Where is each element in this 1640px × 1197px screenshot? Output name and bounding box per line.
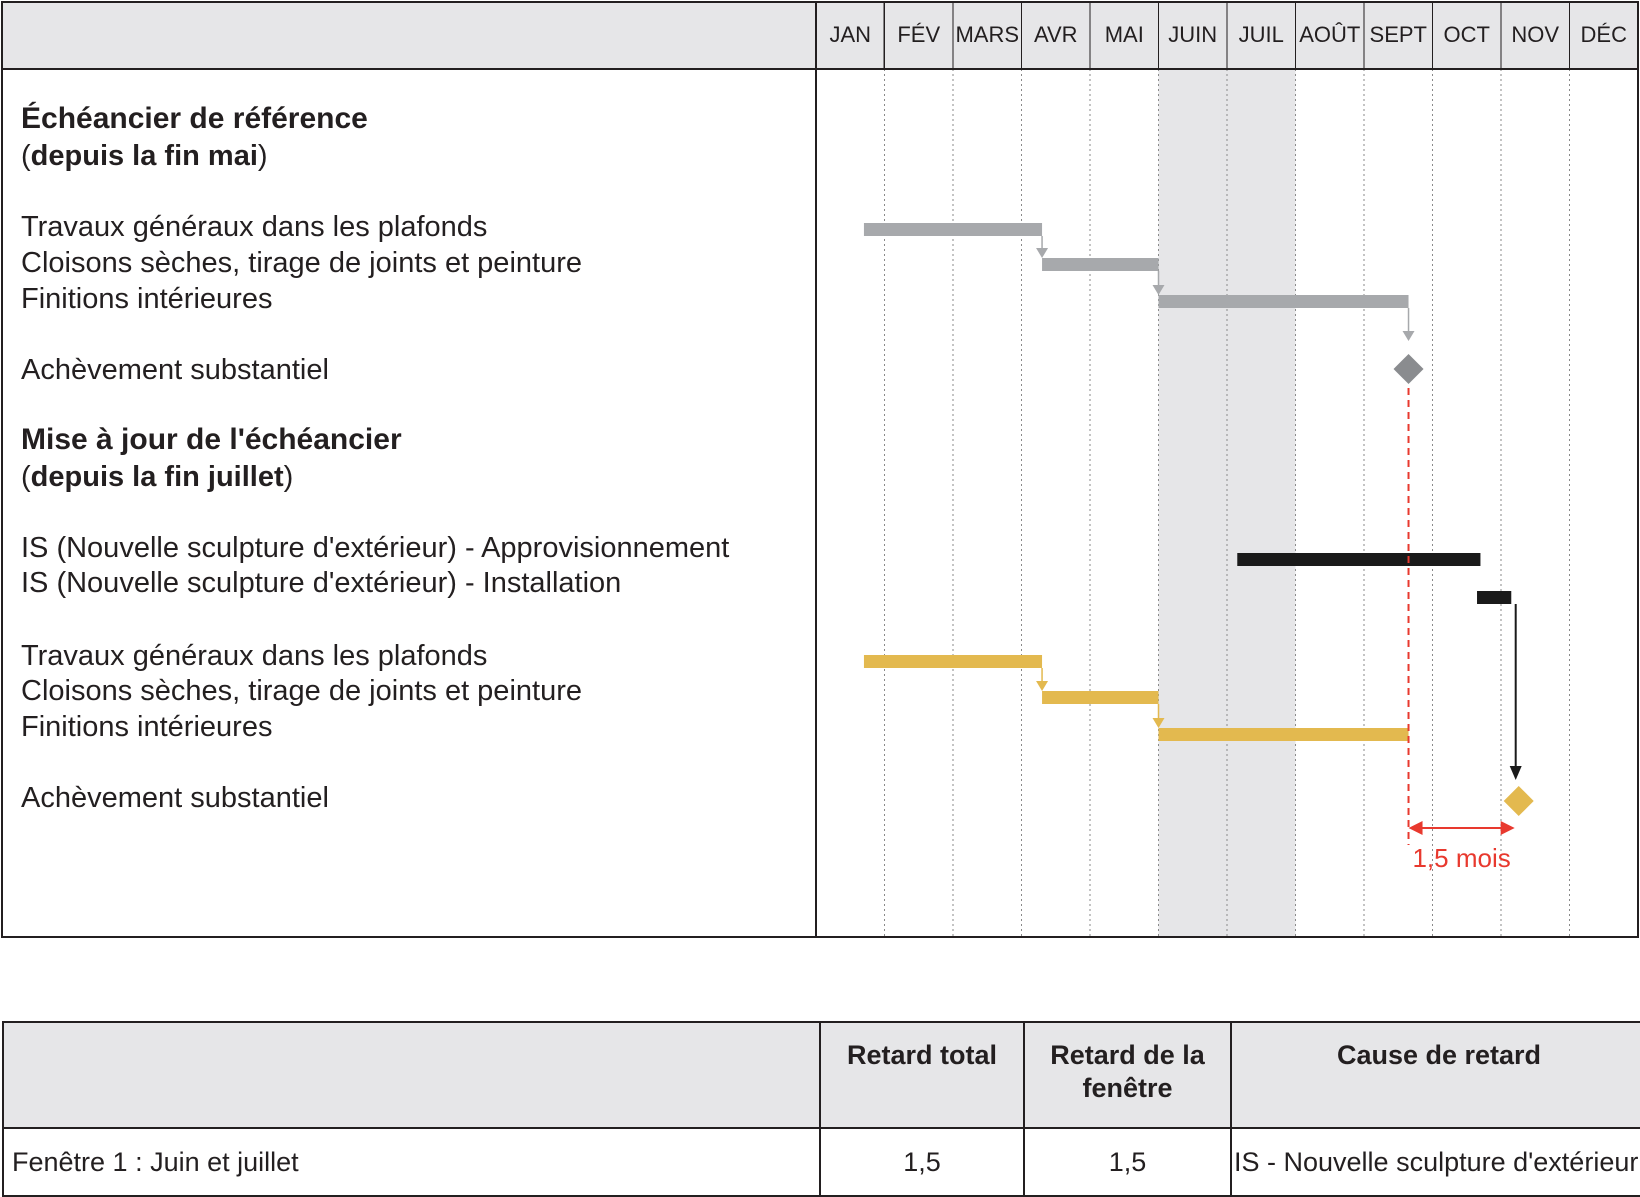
- summary-header-total-delay: Retard total: [819, 1021, 1025, 1129]
- baseline-bar: [1158, 295, 1409, 308]
- dependency-arrow: [1036, 248, 1049, 258]
- is-bar: [1477, 591, 1512, 604]
- dependency-arrow: [1036, 681, 1049, 691]
- gantt-header: [2, 2, 1638, 69]
- update-task-label: Travaux généraux dans les plafonds: [21, 640, 487, 672]
- month-label: AVR: [1034, 22, 1078, 47]
- month-label: OCT: [1444, 22, 1490, 47]
- update-milestone-label: Achèvement substantiel: [21, 782, 329, 814]
- summary-cause-cell: IS - Nouvelle sculpture d'extérieur: [1230, 1127, 1640, 1197]
- summary-header-row: Retard total Retard de la fenêtre Cause …: [2, 1021, 1640, 1129]
- update-bar: [1158, 728, 1409, 741]
- highlight-column: [1227, 69, 1296, 937]
- update-task-label: Finitions intérieures: [21, 711, 272, 743]
- dependency-arrow: [1402, 331, 1415, 341]
- delay-arrow-left: [1408, 821, 1423, 835]
- month-label: MARS: [955, 22, 1019, 47]
- highlight-window: [1158, 69, 1296, 937]
- month-gridlines: [884, 2, 1570, 937]
- month-label: JUIL: [1239, 22, 1284, 47]
- update-milestone-diamond: [1503, 786, 1534, 816]
- delay-annotation: 1,5 mois: [1407, 388, 1515, 873]
- month-label: FÉV: [897, 22, 940, 47]
- month-label: JAN: [829, 22, 871, 47]
- delay-label: 1,5 mois: [1412, 843, 1510, 873]
- month-label: MAI: [1105, 22, 1144, 47]
- is-task-label: IS (Nouvelle sculpture d'extérieur) - Ap…: [21, 532, 729, 564]
- highlight-column: [1158, 69, 1227, 937]
- baseline-bar: [863, 223, 1043, 236]
- baseline-task-label: Finitions intérieures: [21, 283, 272, 315]
- gantt-chart: JAN FÉV MARS AVR MAI JUIN JUIL AOÛT SEPT OCT NOV DÉ…: [1, 1, 1639, 938]
- month-label: AOÛT: [1299, 22, 1360, 47]
- update-bar: [1042, 691, 1159, 704]
- gantt-frame: [1, 1, 1639, 938]
- dependency-arrow: [1152, 718, 1165, 728]
- delay-arrow-right: [1500, 821, 1515, 835]
- is-bar: [1237, 553, 1481, 566]
- dependency-arrow: [1152, 285, 1165, 295]
- task-labels: Échéancier de référence (depuis la fin m…: [21, 101, 729, 814]
- delay-summary-table: Retard total Retard de la fenêtre Cause …: [2, 1021, 1640, 1197]
- table-row: Fenêtre 1 : Juin et juillet 1,5 1,5 IS -…: [2, 1127, 1640, 1197]
- baseline-milestone-diamond: [1393, 354, 1424, 384]
- month-label: SEPT: [1370, 22, 1427, 47]
- month-label: NOV: [1511, 22, 1559, 47]
- summary-header-window-delay: Retard de la fenêtre: [1023, 1021, 1232, 1129]
- summary-header-blank: [2, 1021, 821, 1129]
- gantt-bars: [863, 223, 1534, 816]
- month-label: DÉC: [1581, 22, 1628, 47]
- baseline-heading: Échéancier de référence: [21, 101, 368, 135]
- summary-total-delay-cell: 1,5: [819, 1127, 1025, 1197]
- baseline-task-label: Cloisons sèches, tirage de joints et pei…: [21, 247, 582, 279]
- is-task-label: IS (Nouvelle sculpture d'extérieur) - In…: [21, 567, 621, 599]
- summary-window-cell: Fenêtre 1 : Juin et juillet: [2, 1127, 821, 1197]
- update-task-label: Cloisons sèches, tirage de joints et pei…: [21, 675, 582, 707]
- summary-window-delay-cell: 1,5: [1023, 1127, 1232, 1197]
- update-bar: [863, 655, 1043, 668]
- baseline-milestone-label: Achèvement substantiel: [21, 354, 329, 386]
- summary-header-cause: Cause de retard: [1230, 1021, 1640, 1129]
- baseline-task-label: Travaux généraux dans les plafonds: [21, 211, 487, 243]
- baseline-subheading: (depuis la fin mai): [21, 140, 268, 172]
- dependency-arrow: [1509, 766, 1522, 780]
- update-subheading: (depuis la fin juillet): [21, 461, 293, 493]
- month-label: JUIN: [1168, 22, 1217, 47]
- update-heading: Mise à jour de l'échéancier: [21, 423, 402, 456]
- baseline-bar: [1042, 258, 1159, 271]
- month-labels: JAN FÉV MARS AVR MAI JUIN JUIL AOÛT SEPT OCT NOV DÉ…: [829, 22, 1627, 47]
